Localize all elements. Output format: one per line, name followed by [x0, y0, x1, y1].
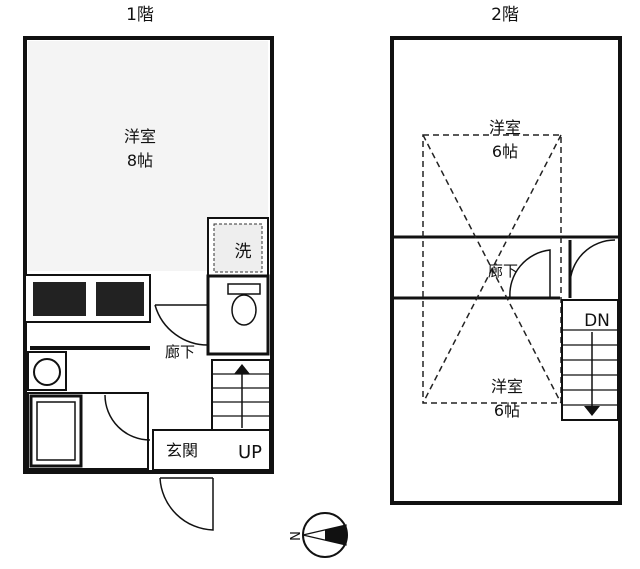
floor-1-outer-wall — [23, 36, 274, 474]
floor-2-outer-wall — [390, 36, 622, 505]
stair-treads-2 — [562, 329, 618, 406]
entrance — [152, 429, 271, 471]
closet-block-right — [96, 282, 144, 316]
compass-needle-icon — [325, 525, 346, 545]
room-hallway-1-name: 廊下 — [165, 343, 195, 361]
floor-1-label: 1階 — [126, 5, 154, 25]
room-western-6b-name: 洋室 — [491, 377, 523, 396]
washroom-area — [213, 223, 263, 273]
stair-arrow-up-icon — [234, 364, 250, 374]
floor-1: 1階 洋室 8帖 洗 廊下 — [23, 5, 274, 531]
bathtub-inner — [36, 401, 76, 461]
room-hallway-2-name: 廊下 — [488, 262, 518, 280]
compass: N — [289, 512, 348, 558]
room-western-8-size: 8帖 — [127, 151, 153, 170]
room-western-6a-size: 6帖 — [492, 142, 518, 161]
toilet-tank — [227, 283, 261, 295]
stair-arrow-down-icon — [584, 406, 600, 416]
room-western-6b-size: 6帖 — [494, 401, 520, 420]
toilet-bowl — [231, 294, 257, 326]
door-swing-room-2a — [509, 249, 551, 299]
stairs-up-label: UP — [238, 442, 262, 463]
room-western-8-name: 洋室 — [124, 127, 156, 146]
door-swing-closet — [569, 239, 616, 286]
closet-block-left — [33, 282, 86, 316]
room-western-6a-name: 洋室 — [489, 118, 521, 137]
door-swing-bath — [104, 394, 151, 441]
door-swing-hall — [154, 304, 211, 346]
compass-north-label: N — [289, 531, 304, 541]
washbasin-bowl — [33, 358, 61, 386]
room-wash-name: 洗 — [235, 242, 252, 262]
entrance-door-swing — [159, 477, 214, 531]
stairs-down-label: DN — [584, 311, 610, 331]
floor-2: 2階 洋室 6帖 廊下 DN — [390, 5, 622, 505]
dashed-void-marker — [422, 134, 562, 404]
room-entrance-name: 玄関 — [166, 441, 198, 460]
floor-2-label: 2階 — [491, 5, 519, 25]
